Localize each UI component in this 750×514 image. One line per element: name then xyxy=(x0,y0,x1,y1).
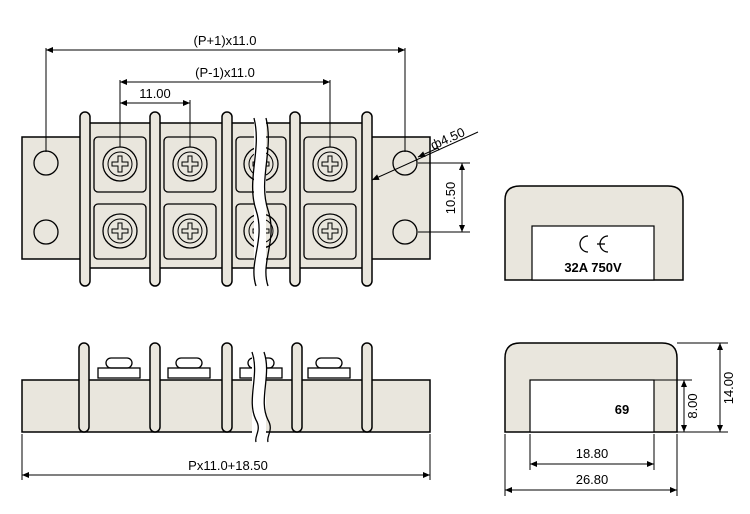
dim-side-width: 26.80 xyxy=(576,472,609,487)
dim-pitch: 11.00 xyxy=(139,86,171,101)
dim-bottom-overall: Px11.0+18.50 xyxy=(188,458,268,473)
screw-icon xyxy=(102,213,138,249)
dim-hole-diameter: ф4.50 xyxy=(428,124,467,152)
screw-icon xyxy=(172,213,208,249)
mounting-hole xyxy=(392,219,418,245)
break-lines xyxy=(252,117,272,287)
dim-side-inner-height: 8.00 xyxy=(685,393,700,418)
ce-mark-icon xyxy=(579,235,609,253)
side-inner xyxy=(529,379,655,433)
label-plate xyxy=(531,225,655,281)
top-dimensions xyxy=(45,47,479,233)
top-view: (P+1)x11.0 (P-1)x11.0 11.00 ф4.50 10.50 xyxy=(21,33,479,287)
side-view-dimensions: 69 8.00 14.00 18.80 26.80 xyxy=(504,342,736,496)
dim-side-inner-width: 18.80 xyxy=(576,446,609,461)
screw-icon xyxy=(312,213,348,249)
screw-icon xyxy=(312,146,348,182)
dim-row-spacing: 10.50 xyxy=(443,182,458,215)
dim-top-overall: (P+1)x11.0 xyxy=(194,33,257,48)
front-barriers xyxy=(78,342,373,433)
side-view-label: 32A 750V xyxy=(504,185,684,281)
barriers xyxy=(79,111,373,287)
dim-side-height: 14.00 xyxy=(721,372,736,405)
part-code-label: 69 xyxy=(615,402,629,417)
front-view: Px11.0+18.50 xyxy=(21,342,431,480)
mounting-hole xyxy=(33,219,59,245)
dim-top-inner: (P-1)x11.0 xyxy=(195,65,255,80)
rating-label: 32A 750V xyxy=(564,260,622,275)
